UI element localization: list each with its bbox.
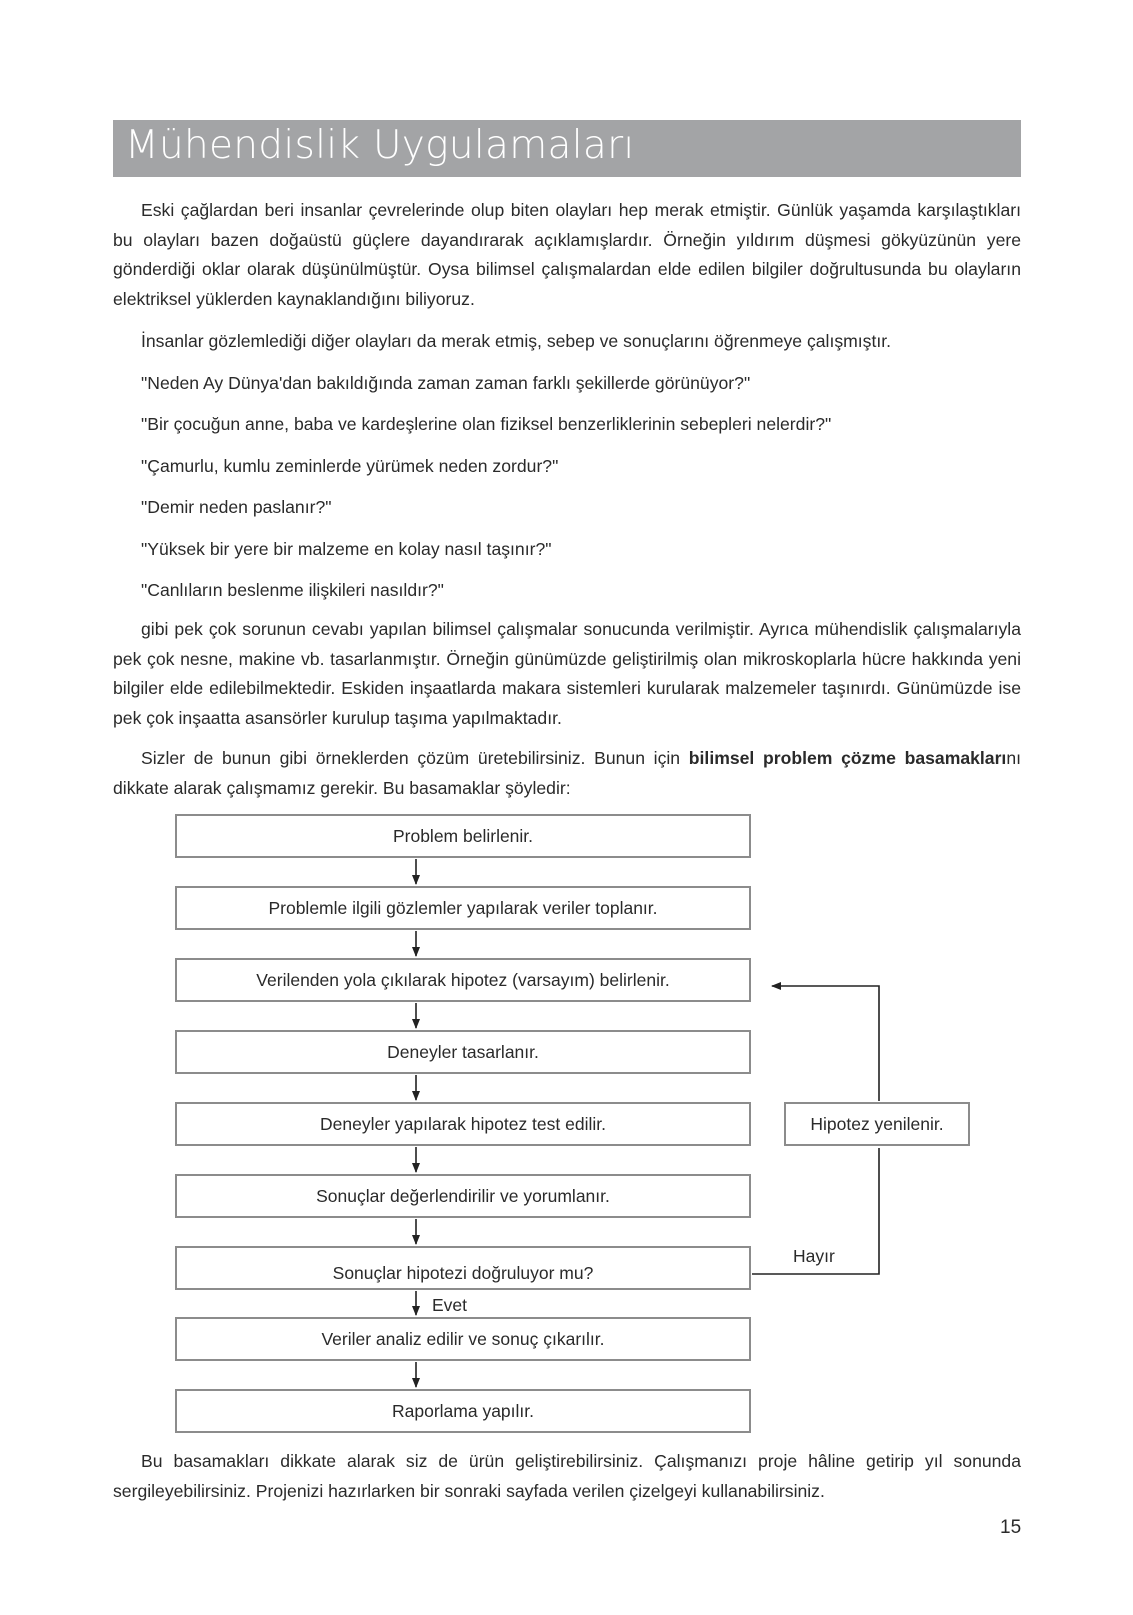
paragraph-1: Eski çağlardan beri insanlar çevrelerind… xyxy=(113,200,1021,309)
highlighted-term: bilimsel problem çözme basamakları xyxy=(688,748,1007,768)
paragraph-4: Sizler de bunun gibi örneklerden çözüm ü… xyxy=(113,744,1021,803)
step-label: Problemle ilgili gözlemler yapılarak ver… xyxy=(268,897,658,918)
paragraph-3: gibi pek çok sorunun cevabı yapılan bili… xyxy=(113,619,1021,728)
step-analyze: Veriler analiz edilir ve sonuç çıkarılır… xyxy=(175,1317,751,1361)
step-report: Raporlama yapılır. xyxy=(175,1389,751,1433)
step-label: Sonuçlar hipotezi doğruluyor mu? xyxy=(332,1262,594,1283)
questions-block: İnsanlar gözlemlediği diğer olayları da … xyxy=(113,327,1021,606)
question-item: "Yüksek bir yere bir malzeme en kolay na… xyxy=(141,538,552,559)
step-test-hypothesis: Deneyler yapılarak hipotez test edilir. xyxy=(175,1102,751,1146)
side-box-label: Hipotez yenilenir. xyxy=(810,1113,944,1134)
page-number: 15 xyxy=(1000,1517,1022,1538)
paragraph-4-end: nı dikkate alarak çalışmamız gerekir. Bu… xyxy=(113,748,1021,798)
side-box-renew-hypothesis: Hipotez yenilenir. xyxy=(784,1102,970,1146)
paragraph-5: Bu basamakları dikkate alarak siz de ürü… xyxy=(113,1451,1021,1501)
step-label: Deneyler yapılarak hipotez test edilir. xyxy=(320,1113,606,1134)
question-item: "Bir çocuğun anne, baba ve kardeşlerine … xyxy=(141,414,832,434)
step-label: Sonuçlar değerlendirilir ve yorumlanır. xyxy=(316,1185,610,1206)
step-label: Veriler analiz edilir ve sonuç çıkarılır… xyxy=(321,1328,605,1349)
step-problem: Problem belirlenir. xyxy=(175,814,751,858)
step-evaluate-results: Sonuçlar değerlendirilir ve yorumlanır. xyxy=(175,1174,751,1218)
step-label: Raporlama yapılır. xyxy=(391,1400,534,1421)
closing-paragraph: Bu basamakları dikkate alarak siz de ürü… xyxy=(113,1447,1021,1506)
section-title-bar: Mühendislik Uygulamaları xyxy=(113,120,1021,177)
step-hypothesis: Verilenden yola çıkılarak hipotez (varsa… xyxy=(175,958,751,1002)
arrow-no-branch xyxy=(752,1148,880,1275)
body-paragraph: gibi pek çok sorunun cevabı yapılan bili… xyxy=(113,615,1021,803)
intro-paragraph: Eski çağlardan beri insanlar çevrelerind… xyxy=(113,196,1021,314)
step-label: Deneyler tasarlanır. xyxy=(387,1041,539,1062)
step-decision: Sonuçlar hipotezi doğruluyor mu? xyxy=(175,1246,751,1290)
question-item: "Çamurlu, kumlu zeminlerde yürümek neden… xyxy=(141,455,559,476)
paragraph-2: İnsanlar gözlemlediği diğer olayları da … xyxy=(141,331,892,351)
step-label: Verilenden yola çıkılarak hipotez (varsa… xyxy=(256,969,670,990)
section-title: Mühendislik Uygulamaları xyxy=(125,123,635,168)
step-label: Problem belirlenir. xyxy=(392,825,534,846)
paragraph-4-text: Sizler de bunun gibi örneklerden çözüm ü… xyxy=(141,748,689,768)
question-item: "Canlıların beslenme ilişkileri nasıldır… xyxy=(141,580,444,600)
step-observation: Problemle ilgili gözlemler yapılarak ver… xyxy=(175,886,751,930)
no-label: Hayır xyxy=(793,1246,835,1266)
arrow-back-to-hypothesis xyxy=(771,982,880,1101)
question-item: "Neden Ay Dünya'dan bakıldığında zaman z… xyxy=(141,372,751,393)
question-item: "Demir neden paslanır?" xyxy=(141,497,332,517)
step-design-experiments: Deneyler tasarlanır. xyxy=(175,1030,751,1074)
yes-label: Evet xyxy=(432,1295,468,1315)
